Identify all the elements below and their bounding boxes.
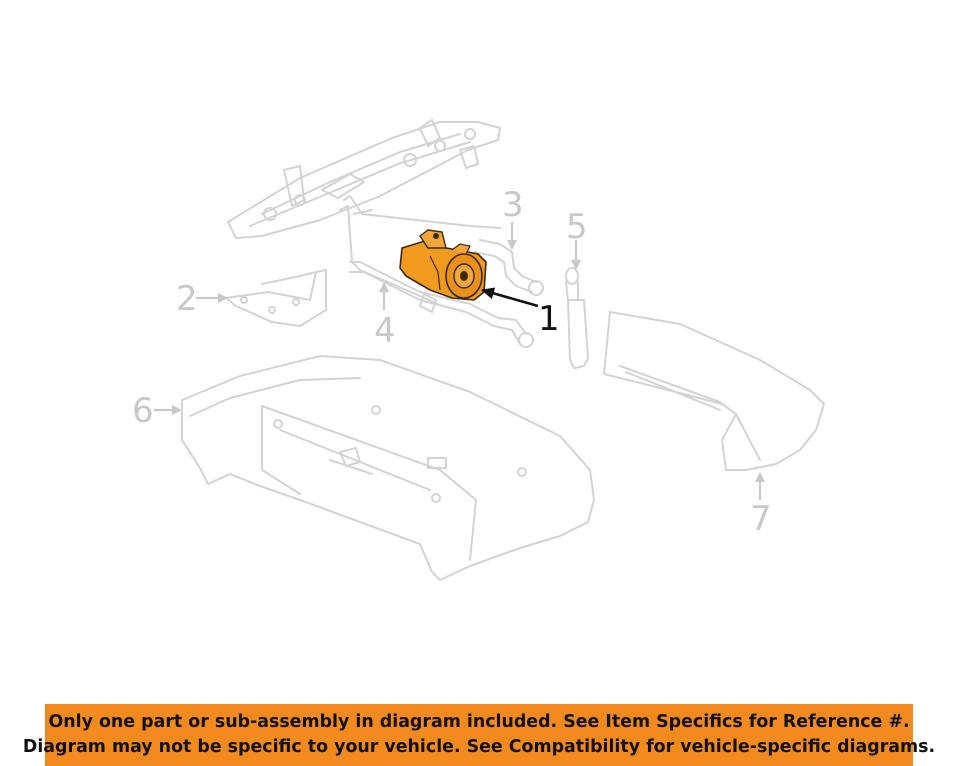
lift-support-part-5 [565, 267, 589, 369]
callout-4: 4 [374, 311, 396, 351]
seat-frame-linkage [227, 119, 501, 305]
disclaimer-banner: Only one part or sub-assembly in diagram… [23, 704, 935, 766]
callout-1: 1 [538, 299, 560, 339]
hose-line-part-3 [473, 239, 544, 296]
parts-diagram: 1 2 3 4 5 6 7 [132, 119, 825, 581]
disclaimer-line-1: Only one part or sub-assembly in diagram… [48, 712, 910, 732]
callout-2: 2 [176, 279, 198, 319]
bracket-part-2 [225, 269, 327, 327]
callout-6: 6 [132, 391, 154, 431]
callout-5: 5 [566, 207, 588, 247]
panel-part-7 [603, 311, 825, 471]
trim-panel-part-6 [181, 355, 595, 581]
pump-motor-part-1 [399, 229, 487, 301]
disclaimer-line-2: Diagram may not be specific to your vehi… [22, 737, 936, 757]
hose-line-part-4 [349, 261, 534, 348]
callout-7: 7 [750, 499, 772, 539]
leader-lines [154, 222, 765, 500]
callout-3: 3 [502, 185, 524, 225]
